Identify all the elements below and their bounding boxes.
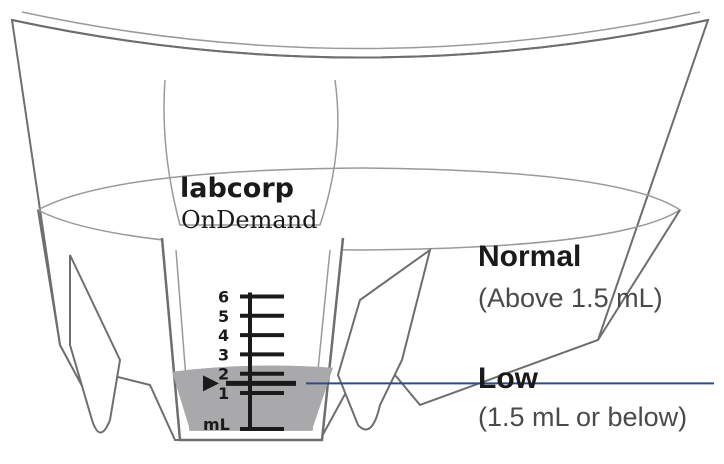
normal-note: (Above 1.5 mL) <box>478 283 663 313</box>
right-foot <box>336 247 432 431</box>
left-foot <box>69 254 122 434</box>
normal-title: Normal <box>478 240 582 273</box>
brand-name: labcorp <box>180 173 294 204</box>
low-title: Low <box>478 362 538 395</box>
scale-tick-label: 2 <box>218 365 229 384</box>
cup-rim-curve <box>11 19 709 59</box>
cup-lower-wall <box>37 209 681 346</box>
scale-tick-label: 1 <box>218 384 229 403</box>
brand-product: OnDemand <box>181 206 317 234</box>
scale-tick-label: 6 <box>218 288 229 307</box>
threshold-arrow-icon <box>203 375 219 392</box>
scale-unit: mL <box>203 415 230 434</box>
cup-neck <box>163 79 339 226</box>
cup-rim-inner-curve <box>21 11 701 50</box>
scale-tick-label: 3 <box>218 345 229 364</box>
scale-tick-label: 4 <box>218 326 229 345</box>
low-note: (1.5 mL or below) <box>478 402 688 432</box>
scale-tick-label: 5 <box>218 307 229 326</box>
